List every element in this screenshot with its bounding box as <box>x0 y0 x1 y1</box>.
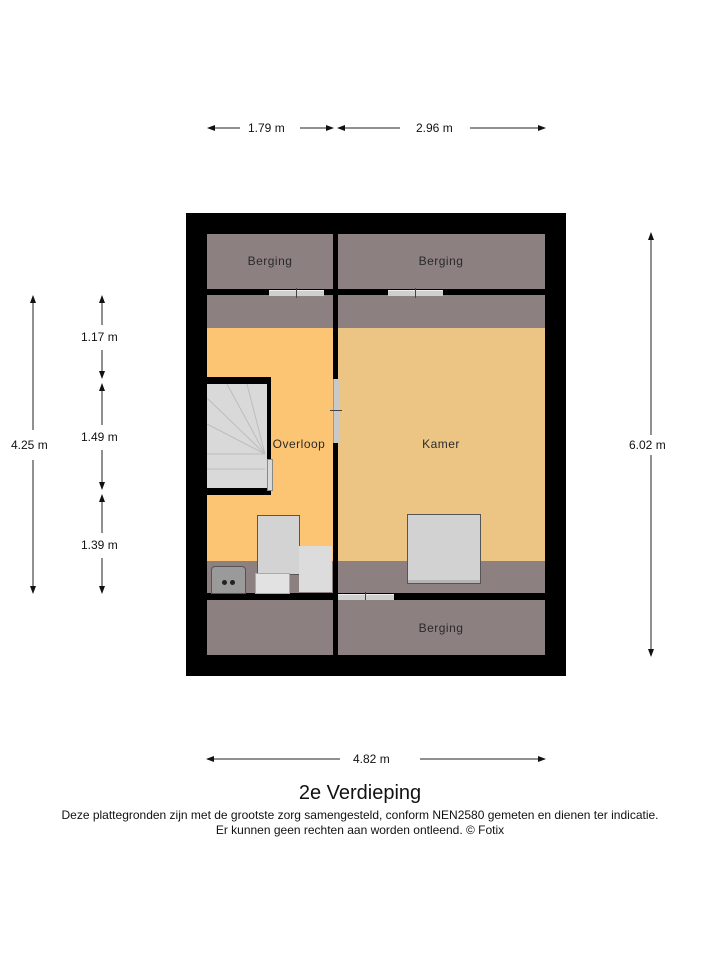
disclaimer-line-1: Deze plattegronden zijn met de grootste … <box>61 808 659 822</box>
sloped-area-top-left <box>207 297 333 328</box>
wall <box>207 289 545 295</box>
room-label-overloop: Overloop <box>272 437 326 451</box>
skylight-icon <box>257 515 300 575</box>
room-label-kamer: Kamer <box>422 437 460 451</box>
dimension-left-total: 4.25 m <box>8 438 51 452</box>
stair-railing <box>267 459 273 491</box>
sink-icon <box>255 573 290 594</box>
room-label-berging-top-left: Berging <box>247 254 293 268</box>
dimension-left-segment-1: 1.17 m <box>78 330 121 344</box>
floorplan <box>186 213 566 676</box>
door-icon <box>330 379 342 443</box>
sloped-area-top-right <box>338 297 545 328</box>
dimension-left-segment-3: 1.39 m <box>78 538 121 552</box>
dimension-top-right: 2.96 m <box>413 121 456 135</box>
staircase-icon <box>207 384 267 488</box>
wall <box>333 234 338 655</box>
floor-title: 2e Verdieping <box>298 782 422 804</box>
room-berging-bottom-right <box>338 600 545 655</box>
boiler-icon <box>211 566 246 594</box>
window-icon <box>388 288 443 298</box>
room-label-berging-top-right: Berging <box>418 254 464 268</box>
dimension-left-segment-2: 1.49 m <box>78 430 121 444</box>
window-icon <box>269 288 324 298</box>
disclaimer-line-2: Er kunnen geen rechten aan worden ontlee… <box>215 823 505 837</box>
shower-area <box>299 546 332 592</box>
dimension-right-total: 6.02 m <box>626 438 669 452</box>
skylight-icon <box>407 514 481 584</box>
room-label-berging-bottom-right: Berging <box>418 621 464 635</box>
room-berging-bottom-left <box>207 600 333 655</box>
window-icon <box>338 592 394 602</box>
dimension-bottom: 4.82 m <box>350 752 393 766</box>
dimension-top-left: 1.79 m <box>245 121 288 135</box>
